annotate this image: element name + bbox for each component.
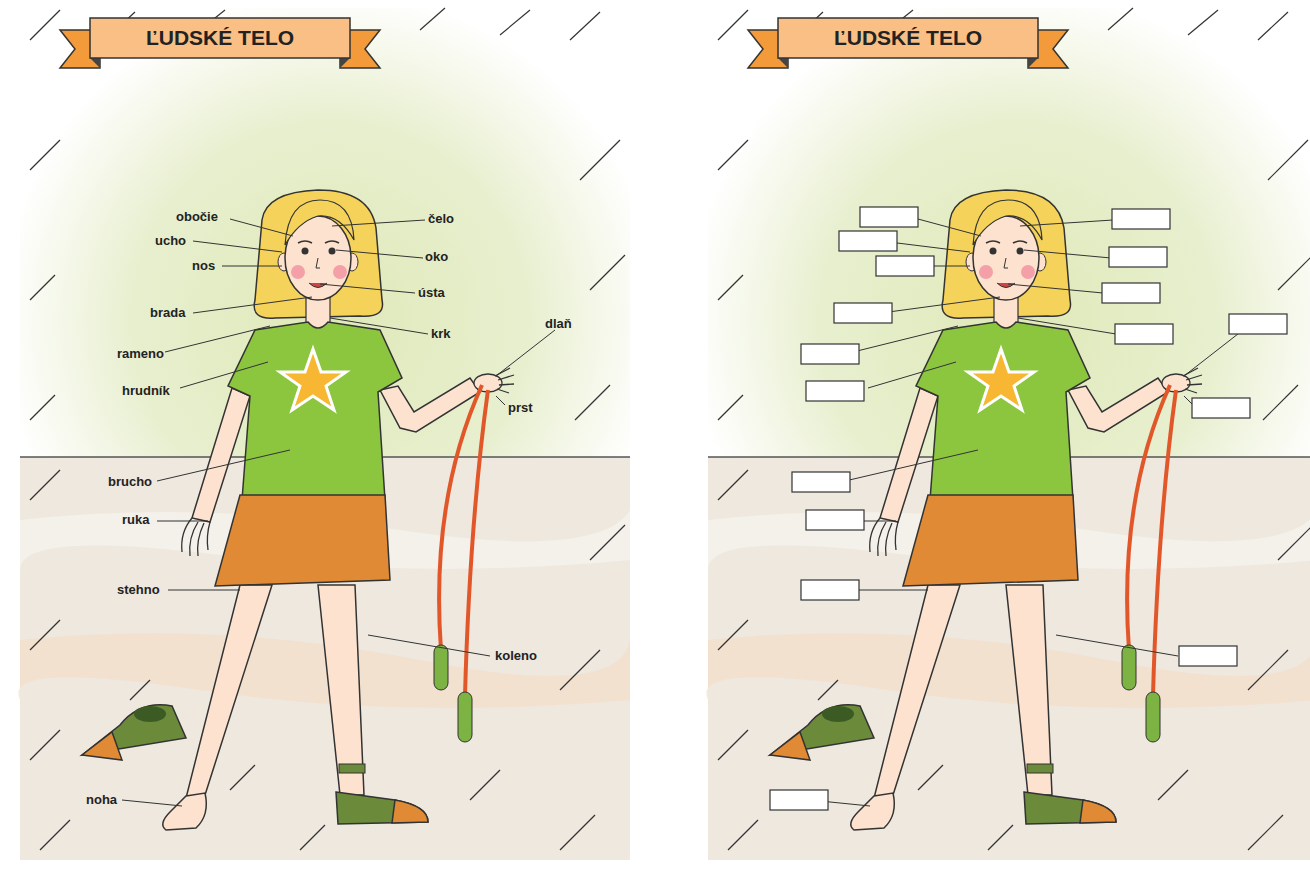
part-label: brucho bbox=[108, 474, 152, 490]
part-label: krk bbox=[431, 326, 451, 342]
part-label: ucho bbox=[155, 233, 186, 249]
answer-box bbox=[801, 580, 859, 600]
part-label: rameno bbox=[117, 346, 164, 362]
answer-box bbox=[876, 256, 934, 276]
part-label: prst bbox=[508, 400, 533, 416]
answer-box bbox=[1102, 283, 1160, 303]
answer-box bbox=[1229, 314, 1287, 334]
answer-box bbox=[806, 510, 864, 530]
answer-box bbox=[792, 472, 850, 492]
labeled-panel bbox=[18, 8, 630, 860]
answer-box bbox=[806, 381, 864, 401]
part-label: obočie bbox=[176, 209, 218, 225]
part-label: brada bbox=[150, 305, 185, 321]
answer-box bbox=[860, 207, 918, 227]
part-label: noha bbox=[86, 792, 117, 808]
answer-box bbox=[839, 231, 897, 251]
part-label: čelo bbox=[428, 211, 454, 227]
answer-box bbox=[1192, 398, 1250, 418]
answer-box bbox=[1109, 247, 1167, 267]
answer-boxes bbox=[770, 207, 1287, 810]
part-label: nos bbox=[192, 258, 215, 274]
part-label: ruka bbox=[122, 512, 149, 528]
answer-box bbox=[1112, 209, 1170, 229]
answer-box bbox=[770, 790, 828, 810]
answer-box bbox=[834, 303, 892, 323]
part-label: ústa bbox=[418, 285, 445, 301]
answer-box bbox=[801, 344, 859, 364]
part-label: oko bbox=[425, 249, 448, 265]
answer-box bbox=[1115, 324, 1173, 344]
part-label: stehno bbox=[117, 582, 160, 598]
part-label: koleno bbox=[495, 648, 537, 664]
banner-title: ĽUDSKÉ TELO bbox=[146, 25, 294, 51]
banner-title: ĽUDSKÉ TELO bbox=[834, 25, 982, 51]
blank-panel bbox=[706, 8, 1310, 860]
part-label: hrudník bbox=[122, 383, 170, 399]
answer-box bbox=[1179, 646, 1237, 666]
part-label: dlaň bbox=[545, 316, 572, 332]
